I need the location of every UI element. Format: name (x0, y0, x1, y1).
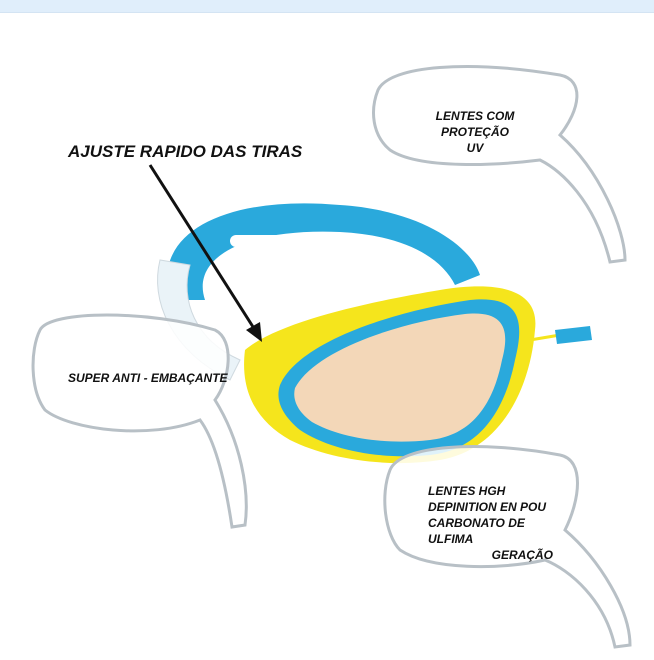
antifog-label: SUPER ANTI - EMBAÇANTE (68, 371, 228, 385)
strap-slot (230, 235, 300, 247)
top-banner (0, 0, 654, 13)
hd-label-line: CARBONATO DE ULFIMA (428, 516, 525, 546)
strap (166, 203, 481, 300)
strap-adjust-label: AJUSTE RAPIDO DAS TIRAS (68, 142, 303, 161)
hd-label-line: GERAÇÃO (491, 548, 553, 562)
hd-label-line: LENTES HGH (428, 484, 506, 498)
lens-callout-uv (372, 65, 627, 264)
lens-callout-antifog (31, 313, 248, 529)
lens-callout-hd (383, 445, 632, 649)
uv-label-line: UV (466, 141, 484, 155)
lens (294, 313, 506, 442)
arrow (148, 164, 257, 331)
earplug (529, 333, 561, 342)
hd-label-line: DEPINITION EN POU (428, 500, 547, 514)
uv-label-line: LENTES COM PROTEÇÃO (435, 109, 515, 139)
uv-lens-label: LENTES COM PROTEÇÃO UV (405, 108, 545, 156)
hd-lens-label: LENTES HGH DEPINITION EN POU CARBONATO D… (428, 483, 553, 563)
